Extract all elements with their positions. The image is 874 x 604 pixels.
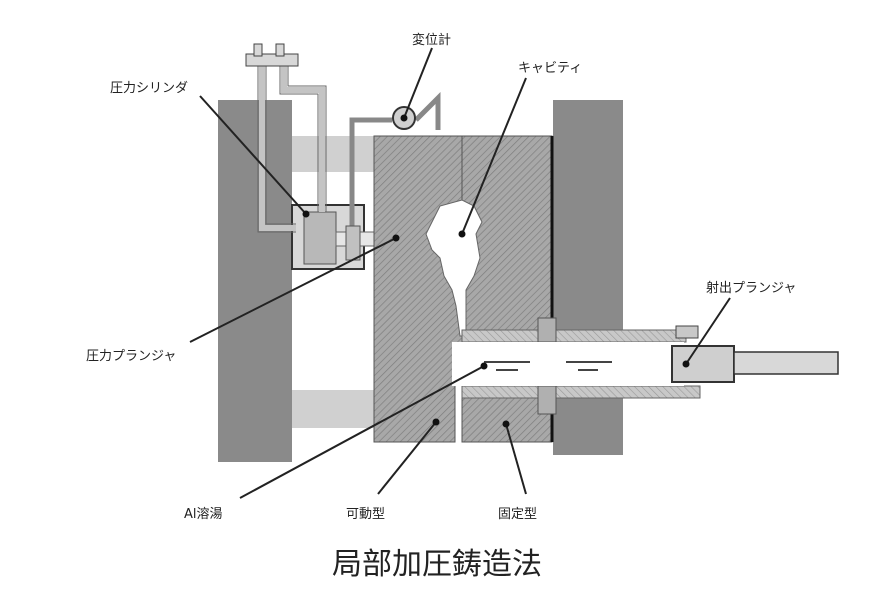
label-pressure-plunger: 圧力プランジャ — [86, 349, 176, 364]
sleeve-flange-bottom — [537, 385, 557, 415]
left-platen — [218, 100, 292, 462]
label-al-melt: Al溶湯 — [184, 507, 223, 522]
label-displacement-meter: 変位計 — [412, 32, 451, 48]
injection-sleeve-bottom — [461, 385, 701, 399]
injection-plunger-rod — [733, 351, 839, 375]
injection-channel — [452, 342, 684, 386]
pipe-fitting-top — [245, 53, 299, 67]
pressure-plunger-block — [345, 225, 361, 261]
pipe-fitting-tab-2 — [275, 43, 285, 57]
pipe-fitting-tab-1 — [253, 43, 263, 57]
label-fixed-die: 固定型 — [498, 507, 537, 522]
injection-sleeve-top — [461, 329, 687, 343]
label-cavity: キャビティ — [518, 61, 582, 76]
tie-bar-top — [292, 136, 378, 172]
pressure-cylinder-inner — [303, 211, 337, 265]
cavity — [425, 199, 483, 337]
hydraulic-pipes — [259, 60, 325, 231]
displacement-meter-arm — [349, 91, 441, 232]
movable-die — [373, 135, 463, 443]
diagram-caption: 局部加圧鋳造法 — [332, 547, 542, 582]
label-pressure-cylinder: 圧力シリンダ — [110, 81, 188, 96]
label-injection-plunger: 射出プランジャ — [706, 280, 796, 296]
leader-lines — [189, 47, 731, 499]
label-movable-die: 可動型 — [346, 507, 385, 522]
leader-dots — [302, 114, 690, 428]
right-platen — [553, 100, 623, 455]
tie-bar-bottom — [292, 390, 378, 428]
hydraulic-pipe-outline — [257, 60, 327, 233]
injection-plunger-tip — [675, 325, 699, 339]
injection-plunger-head — [671, 345, 735, 383]
al-melt — [484, 361, 612, 371]
sleeve-flange-top — [537, 317, 557, 343]
